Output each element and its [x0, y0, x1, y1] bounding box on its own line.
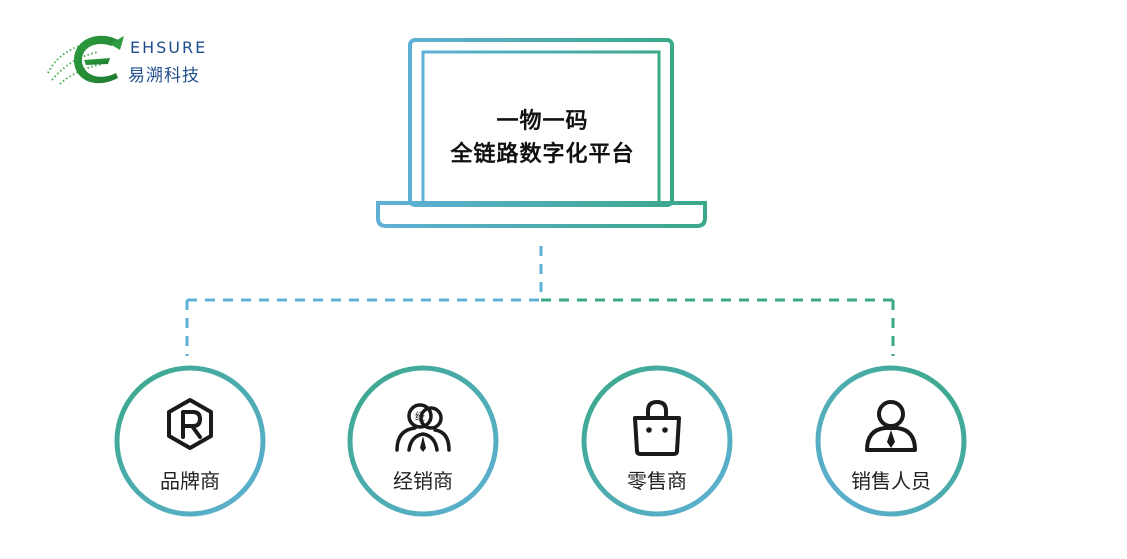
laptop-icon — [376, 38, 707, 228]
node-label-salesperson: 销售人员 — [851, 469, 931, 493]
node-label-distributor: 经销商 — [393, 469, 453, 493]
brand-name-cn: 易溯科技 — [128, 66, 200, 86]
distributor-people-icon: 经 — [395, 403, 451, 452]
node-circle-retailer — [581, 365, 733, 517]
connector-lines — [185, 246, 895, 356]
shopping-bag-icon — [633, 399, 681, 456]
node-label-brand: 品牌商 — [160, 469, 220, 493]
node-circle-salesperson — [815, 365, 967, 517]
node-label-retailer: 零售商 — [627, 469, 687, 493]
platform-title-line1: 一物一码 — [496, 109, 589, 134]
logo-mark-icon — [47, 35, 124, 85]
node-circle-brand — [114, 365, 266, 517]
brand-name-en: EHSURE — [130, 38, 208, 57]
platform-title-line2: 全链路数字化平台 — [450, 142, 635, 167]
node-circle-distributor — [347, 365, 499, 517]
registered-trademark-icon — [167, 398, 213, 450]
salesperson-icon — [865, 400, 917, 452]
company-logo: EHSURE 易溯科技 — [40, 28, 230, 98]
svg-text:经: 经 — [415, 410, 425, 423]
